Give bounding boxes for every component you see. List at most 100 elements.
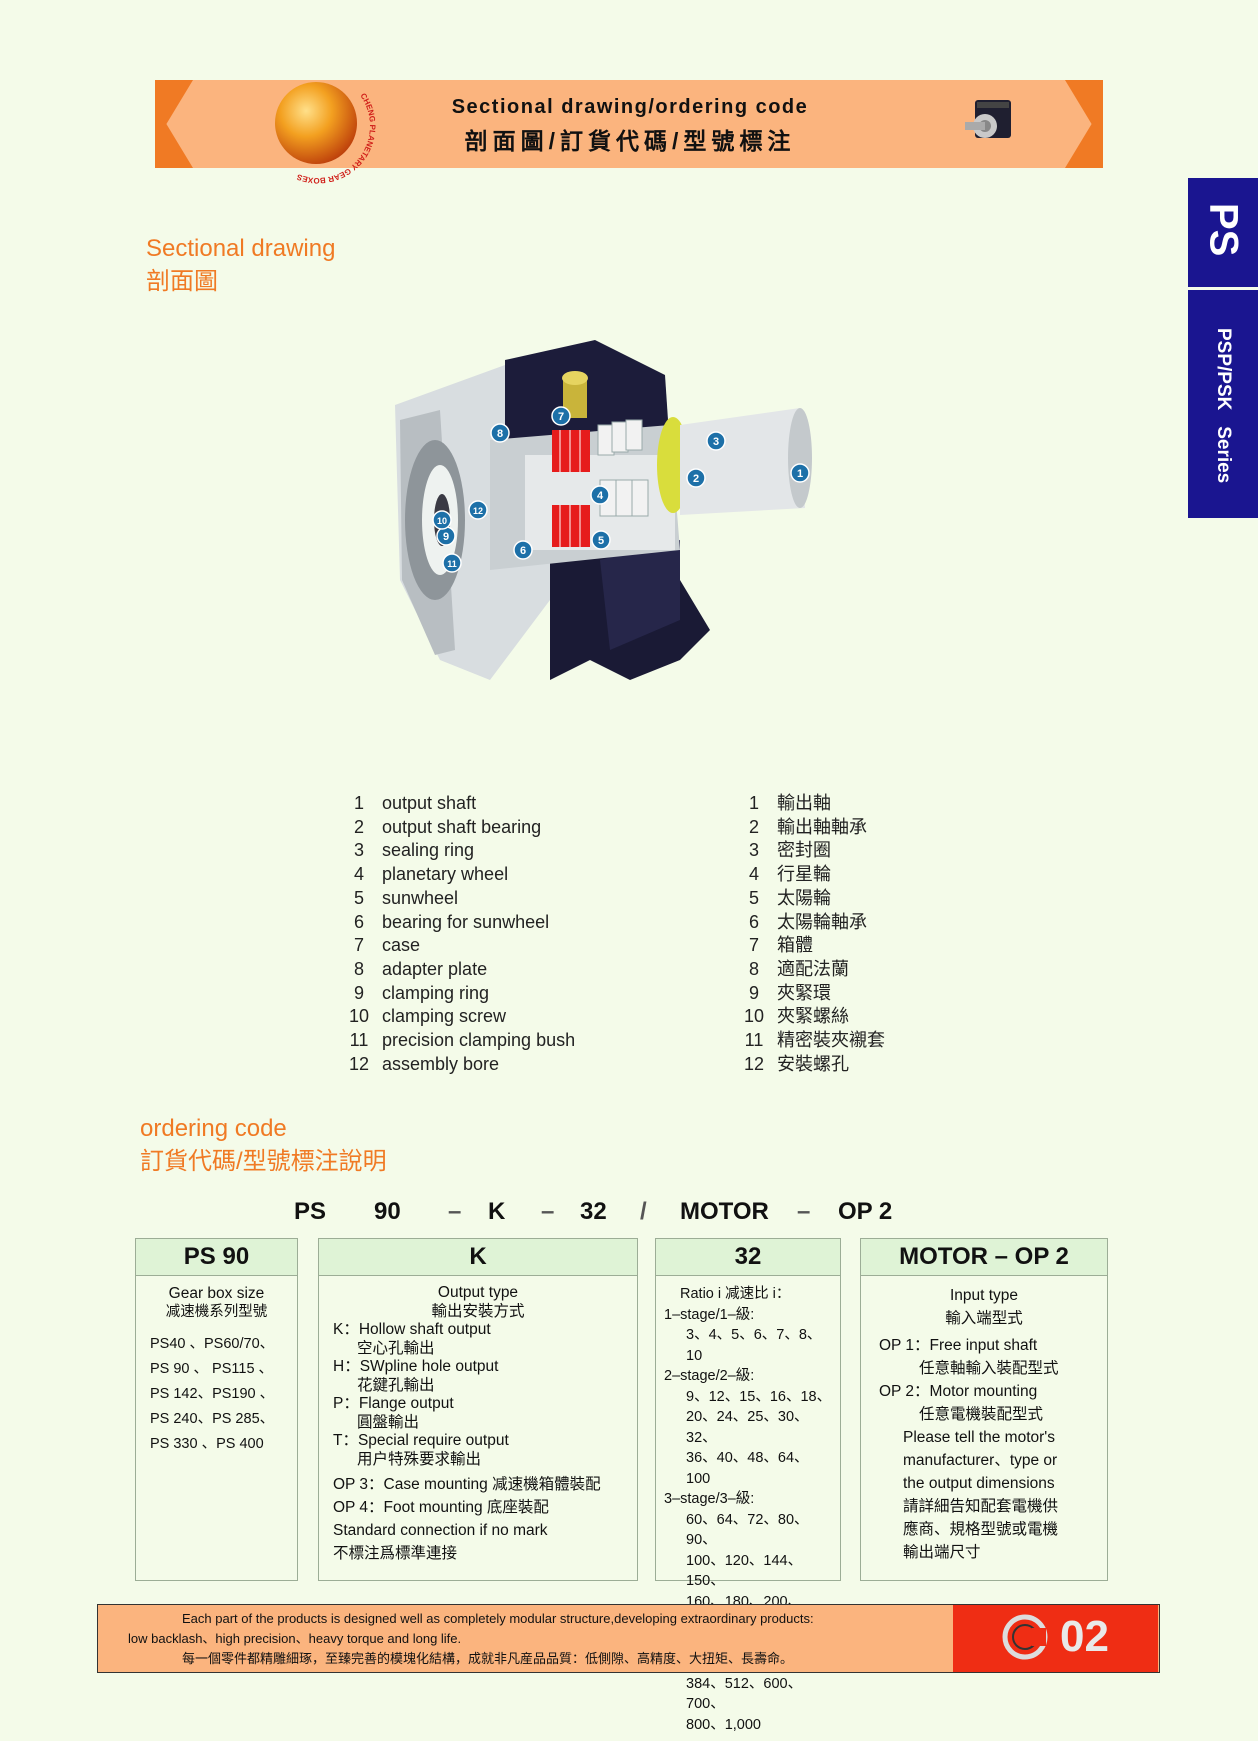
footer-line-1: Each part of the products is designed we… — [182, 1611, 814, 1626]
svg-text:11: 11 — [447, 559, 457, 569]
part-label: 夾緊環 — [777, 982, 831, 1003]
output-op3: OP 3：Case mounting 减速機箱體裝配 — [333, 1476, 601, 1493]
input-op2-zh: 任意電機裝配型式 — [919, 1406, 1044, 1423]
input-type-box-body: Input type 輸入端型式 OP 1：Free input shaft 任… — [861, 1276, 1107, 1570]
size-box-title-zh: 减速機系列型號 — [165, 1304, 268, 1320]
ratio-stage2: 2–stage/2–級: — [664, 1368, 755, 1384]
code-dash-3: – — [797, 1198, 811, 1225]
part-label: precision clamping bush — [382, 1030, 576, 1051]
svg-text:10: 10 — [437, 516, 447, 526]
ratio-value-line: 9、12、15、16、18、 — [686, 1388, 832, 1405]
banner-title-en: Sectional drawing/ordering code — [451, 96, 809, 118]
input-type-title-zh: 輸入端型式 — [945, 1310, 1023, 1327]
side-tab-divider — [1188, 287, 1258, 290]
part-number: 4 — [353, 864, 364, 885]
part-label: sunwheel — [382, 887, 459, 908]
size-box-body: Gear box size 减速機系列型號 PS40 、PS60/70、 PS 9… — [136, 1276, 297, 1463]
ordering-title: ordering code 訂貨代碼/型號標注說明 — [140, 1112, 387, 1178]
size-option: PS 330 、PS 400 — [150, 1436, 264, 1452]
part-number: 6 — [748, 911, 759, 932]
ratio-stage2-values: 9、12、15、16、18、 20、24、25、30、32、 36、40、48、64… — [664, 1387, 832, 1490]
output-type-option: K：Hollow shaft output — [333, 1321, 491, 1338]
part-number: 7 — [748, 935, 759, 956]
part-item: 2 output shaft bearing — [340, 816, 575, 840]
footer-line-3: 每一個零件都精雕細琢，至臻完善的模塊化結構，成就非凡産品品質：低側隙、高精度、大… — [182, 1651, 794, 1666]
size-option: PS40 、PS60/70、 — [150, 1336, 275, 1352]
part-item: 8 adapter plate — [340, 958, 575, 982]
ratio-title: Ratio i 减速比 i： — [680, 1286, 791, 1302]
part-label: output shaft — [382, 793, 477, 813]
part-number: 2 — [353, 816, 364, 837]
part-label: 夾緊螺絲 — [777, 1006, 849, 1027]
output-type-box: K Output type 輸出安裝方式 K：Hollow shaft outp… — [318, 1238, 638, 1581]
part-item: 11 精密裝夾襯套 — [735, 1029, 885, 1053]
part-number: 4 — [748, 864, 759, 885]
output-type-option-zh: 圓盤輸出 — [357, 1413, 420, 1431]
code-dash-1: – — [448, 1198, 462, 1225]
part-label: 輸出軸軸承 — [777, 816, 867, 837]
size-box-title-en: Gear box size — [168, 1285, 265, 1302]
part-label: 安裝螺孔 — [777, 1053, 849, 1074]
svg-text:CHENG PLANETARY GEAR BOXES: CHENG PLANETARY GEAR BOXES — [295, 92, 377, 185]
input-type-box-head: MOTOR – OP 2 — [861, 1239, 1107, 1276]
logo-ring-text: CHENG PLANETARY GEAR BOXES — [295, 92, 377, 185]
output-type-option-zh: 空心孔輸出 — [357, 1339, 435, 1357]
part-label: assembly bore — [382, 1053, 500, 1074]
input-type-title-en: Input type — [949, 1287, 1019, 1304]
part-item: 4 planetary wheel — [340, 863, 575, 887]
svg-text:6: 6 — [520, 545, 526, 557]
size-option: PS 142、PS190 、 — [150, 1386, 275, 1402]
code-output: K — [488, 1198, 506, 1225]
part-number: 8 — [353, 958, 364, 979]
ratio-box-head: 32 — [656, 1239, 840, 1276]
part-label: 箱體 — [777, 935, 813, 956]
banner-title-zh: 剖面圖/訂貨代碼/型號標注 — [464, 128, 796, 154]
ordering-title-en: ordering code — [140, 1115, 287, 1142]
output-type-option: P：Flange output — [333, 1395, 454, 1412]
footer-page-block — [953, 1605, 1158, 1672]
company-logo-icon — [1002, 1614, 1048, 1660]
output-type-title-en: Output type — [437, 1284, 519, 1301]
size-box-head: PS 90 — [136, 1239, 297, 1276]
svg-text:12: 12 — [473, 506, 483, 516]
code-series: PS — [294, 1198, 327, 1225]
part-number: 5 — [353, 887, 364, 908]
part-item: 7 箱體 — [735, 934, 885, 958]
part-label: adapter plate — [382, 958, 488, 979]
code-op: OP 2 — [838, 1198, 893, 1225]
part-number: 1 — [748, 793, 759, 813]
size-option: PS 90 、 PS115 、 — [150, 1361, 274, 1377]
ratio-value-line: 36、40、48、64、100 — [686, 1450, 809, 1487]
page-number: 02 — [1060, 1612, 1109, 1661]
part-label: planetary wheel — [382, 864, 509, 885]
footer-text: Each part of the products is designed we… — [120, 1609, 940, 1669]
part-label: 精密裝夾襯套 — [777, 1030, 885, 1051]
input-description-line: 請詳細告知配套電機供 — [903, 1498, 1059, 1515]
svg-text:5: 5 — [598, 535, 604, 547]
part-number: 12 — [348, 1053, 370, 1074]
part-number: 3 — [748, 840, 759, 861]
input-op1-en: OP 1：Free input shaft — [879, 1337, 1038, 1354]
part-item: 5 sunwheel — [340, 887, 575, 911]
part-label: sealing ring — [382, 840, 475, 861]
code-size: 90 — [374, 1198, 401, 1225]
sectional-title-zh: 剖面圖 — [146, 268, 218, 295]
ratio-stage1: 1–stage/1–級: — [664, 1306, 755, 1323]
part-label: output shaft bearing — [382, 816, 542, 837]
part-number: 11 — [744, 1030, 764, 1051]
ratio-value-line: 20、24、25、30、32、 — [686, 1409, 809, 1446]
input-op1-zh: 任意軸輸入裝配型式 — [919, 1360, 1059, 1377]
size-box-list: PS40 、PS60/70、 PS 90 、 PS115 、 PS 142、PS19… — [144, 1332, 289, 1457]
gearbox-thumbnail-icon — [965, 100, 1011, 138]
part-item: 12 assembly bore — [340, 1053, 575, 1077]
